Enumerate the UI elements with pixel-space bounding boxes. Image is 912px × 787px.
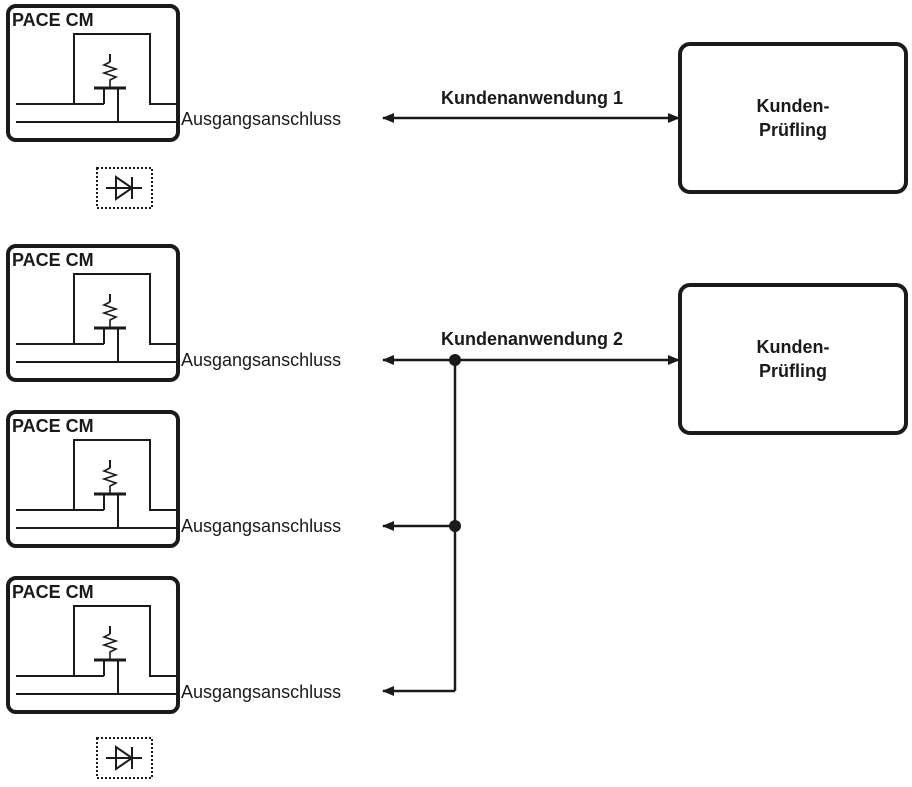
module-title: PACE CM [12,582,94,602]
output-port-label: Ausgangsanschluss [181,516,341,536]
pace-module-2: PACE CM [6,244,180,382]
output-port-label: Ausgangsanschluss [181,109,341,129]
module-title: PACE CM [12,416,94,436]
output-port-label: Ausgangsanschluss [181,350,341,370]
dut-label-line2: Prüfling [759,361,827,381]
dut-label-line2: Prüfling [759,120,827,140]
junction-dot-icon [449,354,461,366]
application-label-1: Kundenanwendung 1 [441,88,623,108]
application-label-2: Kundenanwendung 2 [441,329,623,349]
dut-label-line1: Kunden- [757,96,830,116]
dut-box-2: Kunden- Prüfling [678,283,908,435]
dut-box-1: Kunden- Prüfling [678,42,908,194]
pace-module-1: PACE CM [6,4,180,142]
junction-dot-icon [449,520,461,532]
pace-module-3: PACE CM [6,410,180,548]
pace-module-4: PACE CM [6,576,180,714]
module-title: PACE CM [12,250,94,270]
diode-icon [96,167,153,209]
dut-label-line1: Kunden- [757,337,830,357]
module-title: PACE CM [12,10,94,30]
output-port-label: Ausgangsanschluss [181,682,341,702]
diode-icon [96,737,153,779]
